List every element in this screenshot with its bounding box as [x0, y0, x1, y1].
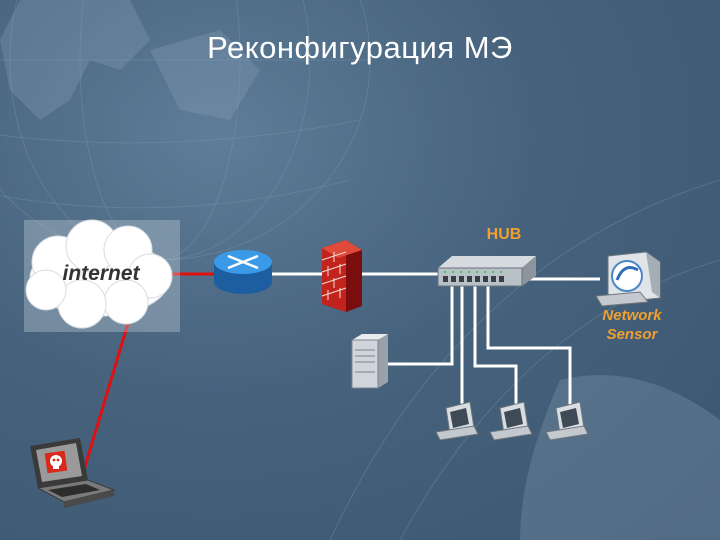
network-sensor-label-line1: Network — [602, 307, 662, 324]
cloud-icon — [24, 219, 180, 332]
workstation-2-icon — [489, 401, 533, 441]
hub-workstation-2-link — [473, 284, 518, 412]
router-icon — [214, 250, 272, 294]
slide-title: Реконфигурация МЭ — [207, 30, 513, 65]
hub-icon — [437, 256, 536, 287]
server-icon — [351, 334, 388, 389]
workstation-1-icon — [435, 401, 479, 441]
network-sensor-label-line2: Sensor — [606, 326, 658, 343]
attacker-laptop-icon — [30, 438, 116, 508]
hub-label: HUB — [486, 226, 522, 243]
workstation-3-icon — [545, 401, 589, 441]
internet-label: internet — [62, 262, 140, 285]
hub-server-link — [384, 284, 454, 366]
network-sensor-label: Network Sensor — [588, 306, 676, 344]
firewall-icon — [321, 240, 362, 312]
hub-workstation-3-link — [486, 284, 572, 412]
network-sensor-icon — [595, 251, 661, 307]
network-links — [272, 272, 600, 412]
